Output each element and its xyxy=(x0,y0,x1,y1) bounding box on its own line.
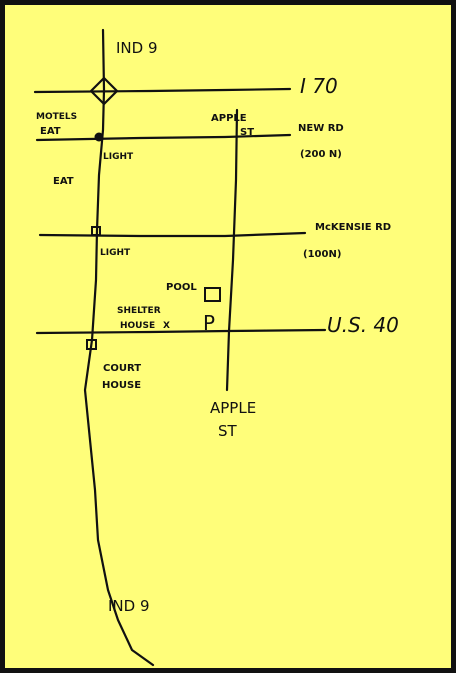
pool-icon xyxy=(204,287,221,302)
light-label-mid: LIGHT xyxy=(100,248,131,258)
eat-label-side: EAT xyxy=(53,176,74,187)
new-rd-label-1: NEW RD xyxy=(298,123,344,134)
mckensie-rd-road xyxy=(38,231,307,238)
i70-interchange-icon xyxy=(89,76,119,106)
court-house-label-1: COURT xyxy=(103,363,141,374)
traffic-light-icon xyxy=(94,132,104,142)
us40-label: U.S. 40 xyxy=(327,313,399,337)
mckensie-rd-label-2: (100N) xyxy=(303,249,341,260)
apple-st-bottom-label-2: ST xyxy=(218,422,238,440)
ind9-top-label: IND 9 xyxy=(116,39,158,57)
new-rd-road xyxy=(35,133,292,142)
shelter-label-2: HOUSE xyxy=(120,321,155,331)
apple-st-top-label-2: ST xyxy=(240,127,254,138)
mckensie-rd-label-1: McKENSIE RD xyxy=(315,222,391,233)
parking-label: P xyxy=(203,311,215,335)
apple-st-road xyxy=(225,108,239,392)
court-house-label-2: HOUSE xyxy=(102,380,141,391)
i70-road xyxy=(33,87,292,94)
eat-label-motels: EAT xyxy=(40,126,61,137)
i70-label: I 70 xyxy=(300,74,338,98)
courthouse-icon xyxy=(86,339,97,350)
pool-label: POOL xyxy=(166,282,197,293)
shelter-label-1: SHELTER xyxy=(117,306,161,316)
new-rd-label-2: (200 N) xyxy=(300,149,342,160)
apple-st-top-label-1: APPLE xyxy=(211,113,247,124)
apple-st-bottom-label-1: APPLE xyxy=(210,399,256,417)
ind9-bottom-label: IND 9 xyxy=(108,597,150,615)
shelter-house-mark: X xyxy=(163,321,170,331)
us40-road xyxy=(35,328,327,335)
motels-label: MOTELS xyxy=(36,112,77,122)
light-label-top: LIGHT xyxy=(103,152,134,162)
ind9-road xyxy=(83,28,155,667)
traffic-light-icon xyxy=(91,226,101,236)
